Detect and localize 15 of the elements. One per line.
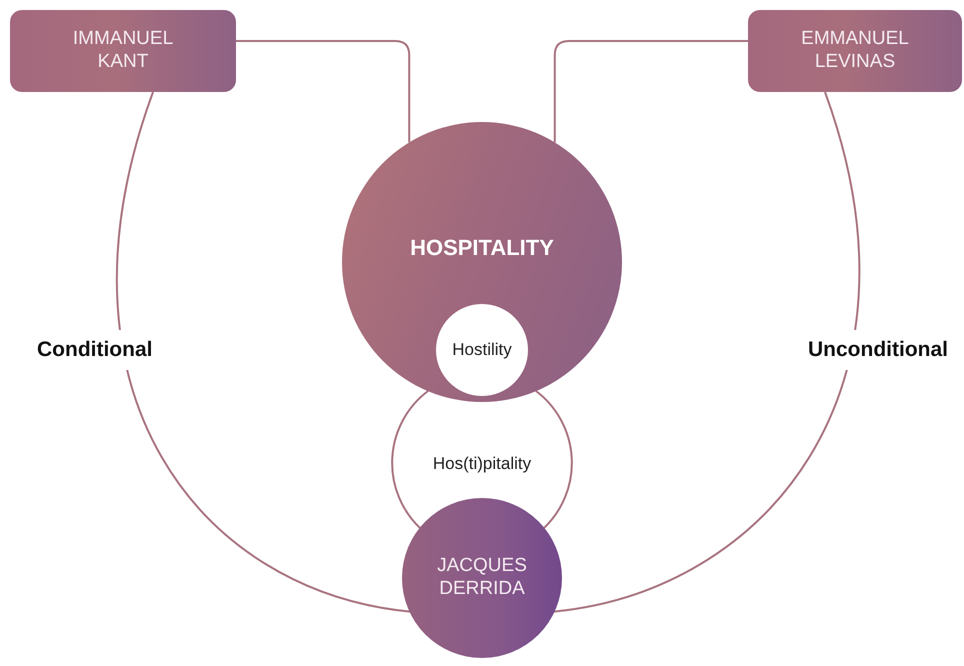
name-box (10, 10, 236, 92)
side-label: Unconditional (808, 330, 948, 370)
outline-circle (390, 389, 574, 530)
name-text: IMMANUEL KANT (72, 28, 174, 74)
concept-text: HOSPITALITY (410, 235, 554, 261)
name-text: EMMANUEL LEVINAS (800, 28, 910, 74)
connector-line (554, 92, 860, 613)
connector-line (116, 92, 410, 613)
concept-text: Hos(ti)pitality (432, 454, 532, 474)
name-text: JACQUES DERRIDA (436, 555, 528, 601)
name-box (748, 10, 962, 92)
concept-text: Hostility (452, 340, 512, 360)
side-label: Conditional (37, 330, 152, 370)
connector-line (236, 40, 410, 142)
connector-line (554, 40, 748, 142)
